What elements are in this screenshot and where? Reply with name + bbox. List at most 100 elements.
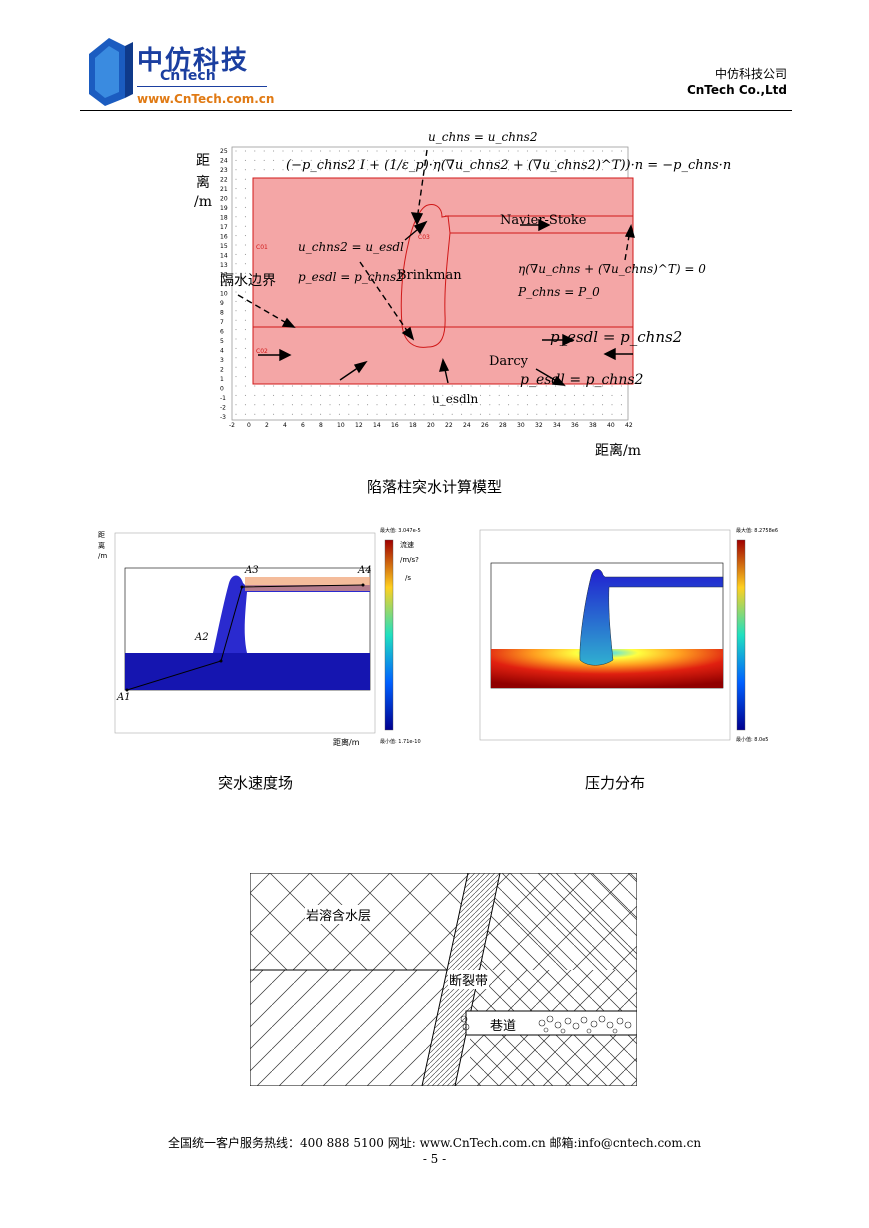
- pressure-legend-min: 最小值: 8.0e5: [736, 737, 769, 743]
- y-tick-label: 7: [220, 319, 224, 326]
- x-tick-label: 0: [247, 422, 251, 429]
- y-tick-label: -2: [220, 405, 226, 412]
- y-tick-label: 20: [220, 196, 228, 203]
- geology-figure: [249, 872, 638, 1087]
- y-tick-label: 10: [220, 291, 228, 298]
- fig1-xlabel: 距离/m: [595, 443, 641, 459]
- logo-english-name: CnTech: [160, 68, 216, 84]
- caption-model: 陷落柱突水计算模型: [366, 478, 502, 496]
- x-tick-label: 22: [445, 422, 453, 429]
- region-label-co1: C01: [256, 244, 268, 251]
- y-tick-label: 5: [220, 338, 224, 345]
- y-tick-label: 13: [220, 262, 228, 269]
- x-tick-label: 32: [535, 422, 543, 429]
- point-a3: A3: [245, 565, 259, 576]
- eq-left-1: u_chns2 = u_esdl: [298, 240, 404, 254]
- x-tick-label: 10: [337, 422, 345, 429]
- x-tick-label: 24: [463, 422, 471, 429]
- x-tick-label: 34: [553, 422, 561, 429]
- y-tick-label: 24: [220, 158, 228, 165]
- y-tick-label: 6: [220, 329, 224, 336]
- logo-chinese-name: 中仿科技: [137, 46, 250, 76]
- velocity-figure: [95, 525, 430, 750]
- legend-unit2: /s: [405, 574, 412, 582]
- company-name-en: CnTech Co.,Ltd: [686, 83, 787, 97]
- fig1-ylabel-1: 距: [196, 153, 210, 169]
- y-tick-label: 22: [220, 177, 228, 184]
- geology-diagram: [249, 872, 638, 1087]
- fig2-ylabel-1: 距: [98, 531, 105, 539]
- y-tick-label: -3: [220, 414, 226, 421]
- pressure-plot: [479, 529, 746, 741]
- eq-right-2: P_chns = P_0: [518, 285, 600, 299]
- x-tick-label: 8: [319, 422, 323, 429]
- y-tick-label: 12: [220, 272, 228, 279]
- eq-mid: p_esdl = p_chns2: [550, 328, 683, 346]
- label-boundary: 隔水边界: [220, 273, 276, 289]
- fig2-ylabel-3: /m: [98, 552, 108, 560]
- legend-max: 最大值: 3.047e-5: [380, 528, 421, 534]
- x-tick-label: 18: [409, 422, 417, 429]
- y-tick-label: -1: [220, 395, 226, 402]
- eq-top-full: (−p_chns2 I + (1/ε_p)·η(∇u_chns2 + (∇u_c…: [286, 158, 732, 173]
- y-tick-label: 21: [220, 186, 228, 193]
- company-logo: [85, 36, 270, 108]
- pressure-legend-max: 最大值: 8.2758e6: [736, 528, 779, 534]
- pressure-figure: [475, 525, 775, 750]
- region-label-co3: C03: [418, 234, 430, 241]
- fig2-xlabel: 距离/m: [333, 738, 360, 747]
- x-tick-label: 42: [625, 422, 633, 429]
- logo-url: www.CnTech.com.cn: [137, 92, 275, 106]
- y-tick-label: 14: [220, 253, 228, 260]
- y-tick-label: 18: [220, 215, 228, 222]
- y-tick-label: 16: [220, 234, 228, 241]
- y-tick-label: 0: [220, 386, 224, 393]
- label-fault: 断裂带: [448, 970, 490, 989]
- x-tick-label: 6: [301, 422, 305, 429]
- legend-title: 流速: [400, 541, 414, 549]
- x-tick-label: 12: [355, 422, 363, 429]
- y-tick-label: 4: [220, 348, 224, 355]
- x-tick-label: 40: [607, 422, 615, 429]
- y-tick-label: 25: [220, 148, 228, 155]
- y-tick-label: 17: [220, 224, 228, 231]
- caption-velocity: 突水速度场: [218, 774, 294, 792]
- company-name-cn: 中仿科技公司: [714, 67, 787, 81]
- eq-right-1: η(∇u_chns + (∇u_chns)^T) = 0: [518, 262, 706, 276]
- header-rule: [80, 110, 792, 111]
- point-a4: A4: [358, 565, 372, 576]
- label-brinkman: Brinkman: [397, 268, 462, 283]
- logo-divider: [137, 86, 267, 87]
- eq-bottom: p_esdl = p_chns2: [520, 372, 644, 388]
- header-company: 中仿科技公司 CnTech Co.,Ltd: [687, 66, 787, 98]
- caption-pressure: 压力分布: [585, 774, 646, 792]
- label-aquifer: 岩溶含水层: [305, 905, 373, 924]
- x-tick-label: 26: [481, 422, 489, 429]
- fig1-ylabel-3: /m: [194, 194, 212, 210]
- x-tick-label: 2: [265, 422, 269, 429]
- eq-left-2: p_esdl = p_chns2: [298, 270, 404, 284]
- legend-min: 最小值: 1.71e-10: [380, 739, 421, 745]
- page-number: - 5 -: [422, 1152, 447, 1166]
- label-navier: Navier-Stoke: [500, 213, 587, 228]
- x-tick-label: 38: [589, 422, 597, 429]
- label-darcy: Darcy: [489, 354, 529, 369]
- x-tick-label: 30: [517, 422, 525, 429]
- point-a2: A2: [195, 632, 209, 643]
- logo-mark-icon: [89, 38, 133, 106]
- velocity-plot: [114, 532, 394, 734]
- x-tick-label: -2: [229, 422, 235, 429]
- y-tick-label: 2: [220, 367, 224, 374]
- fig1-ylabel-2: 离: [196, 175, 210, 191]
- legend-unit: /m/s?: [400, 556, 419, 564]
- y-tick-label: 15: [220, 243, 228, 250]
- model-figure: /* placeholder */: [180, 125, 690, 460]
- x-tick-label: 28: [499, 422, 507, 429]
- x-tick-label: 4: [283, 422, 287, 429]
- y-tick-label: 8: [220, 310, 224, 317]
- fig2-ylabel-2: 离: [98, 542, 105, 550]
- y-tick-label: 1: [220, 376, 224, 383]
- model-diagram: /* placeholder */: [220, 146, 635, 429]
- label-tunnel: 巷道: [490, 1019, 517, 1034]
- point-a1: A1: [117, 692, 131, 703]
